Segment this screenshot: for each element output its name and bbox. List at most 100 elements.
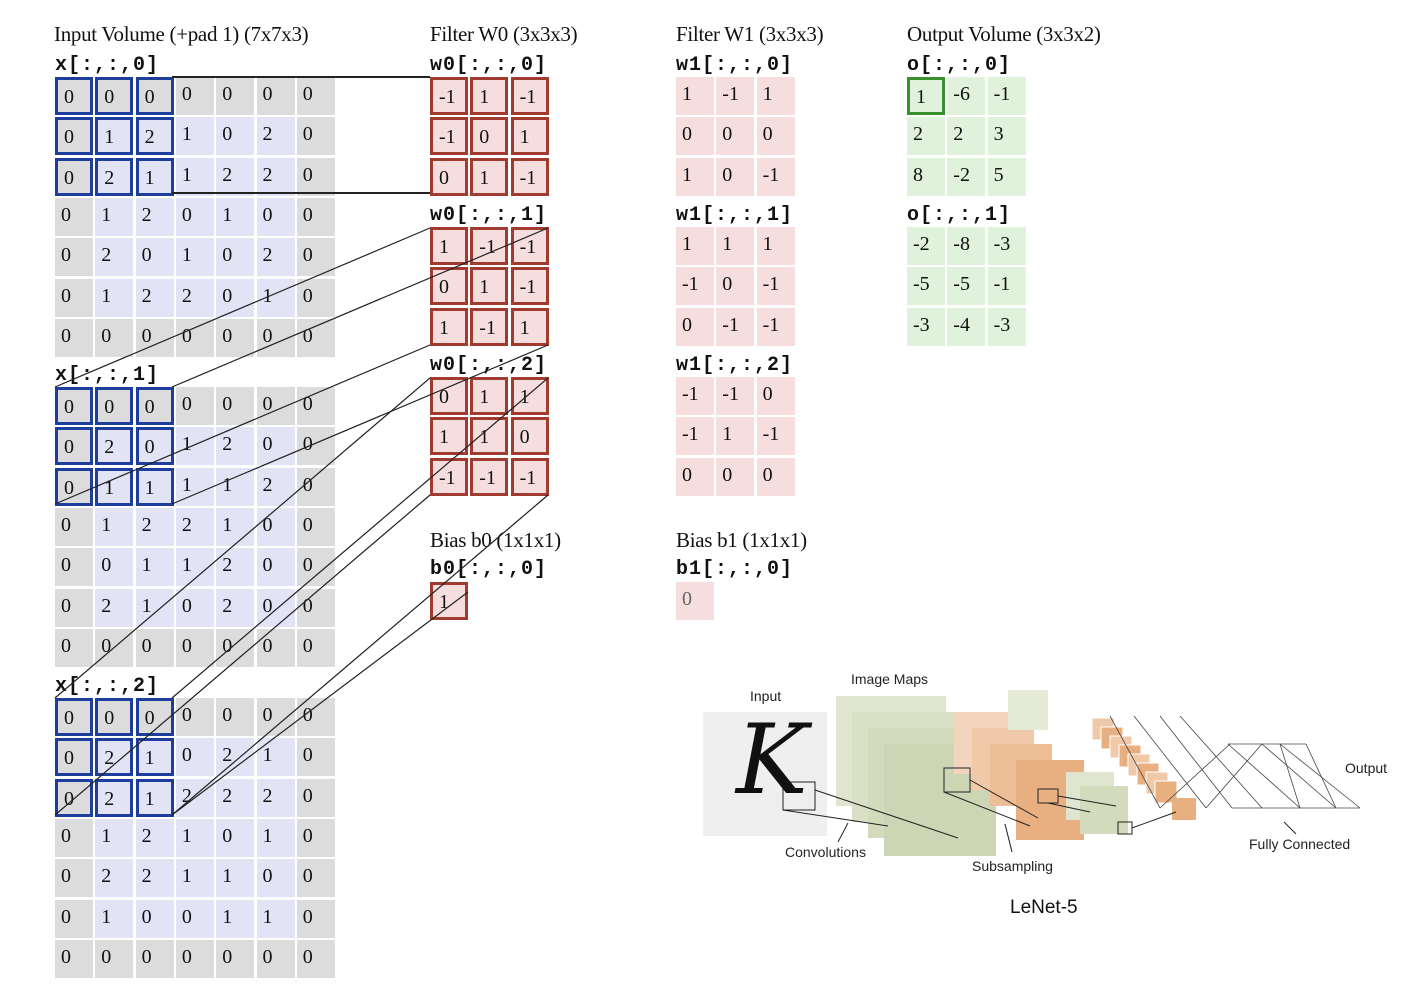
output-cell: -3 xyxy=(907,307,945,346)
input-pad-cell: 0 xyxy=(55,588,93,627)
input-pad-cell: 0 xyxy=(296,818,335,857)
filter-w0-cell: 1 xyxy=(470,77,509,115)
input-pad-cell: 0 xyxy=(296,318,335,357)
filter-w0-cell: -1 xyxy=(510,227,549,265)
input-pad-cell: 0 xyxy=(175,77,214,115)
bias-b1-title: Bias b1 (1x1x1) xyxy=(676,528,807,552)
filter-w0-cell: 1 xyxy=(470,377,509,415)
input-cell: 2 xyxy=(95,778,134,817)
input-cell: 1 xyxy=(95,818,134,857)
subsampling-arrow xyxy=(1004,823,1013,853)
lenet-connector xyxy=(1131,811,1177,829)
input-cell: 2 xyxy=(135,197,174,236)
filter-w0-cell: 0 xyxy=(510,417,549,456)
input-pad-cell: 0 xyxy=(296,738,335,777)
input-pad-cell: 0 xyxy=(296,77,335,115)
lenet-image-maps-label: Image Maps xyxy=(851,671,929,687)
input-cell: 2 xyxy=(135,818,174,857)
filter-w0-cell: -1 xyxy=(470,457,509,496)
filter-w1-cell: -1 xyxy=(756,307,795,346)
input-pad-cell: 0 xyxy=(175,939,214,978)
input-cell: 2 xyxy=(216,157,255,196)
input-pad-cell: 0 xyxy=(55,157,93,196)
filter-w1-cell: 1 xyxy=(756,227,795,265)
input-pad-cell: 0 xyxy=(296,588,335,627)
input-cell: 2 xyxy=(135,117,174,156)
input-cell: 1 xyxy=(175,117,214,156)
output-cell: -3 xyxy=(987,227,1026,265)
convolutions-arrow xyxy=(837,822,849,843)
input-pad-cell: 0 xyxy=(55,628,93,667)
input-cell: 1 xyxy=(175,467,214,506)
input-cell: 0 xyxy=(216,278,255,317)
output-cell: 8 xyxy=(907,157,945,196)
output-cell: -8 xyxy=(947,227,986,265)
input-cell: 0 xyxy=(175,197,214,236)
input-cell: 2 xyxy=(216,778,255,817)
filter-w1-cell: -1 xyxy=(716,77,755,115)
input-pad-cell: 0 xyxy=(55,467,93,506)
input-cell: 2 xyxy=(95,157,134,196)
input-pad-cell: 0 xyxy=(95,698,134,736)
input-pad-cell: 0 xyxy=(175,698,214,736)
input-pad-cell: 0 xyxy=(296,117,335,156)
input-pad-cell: 0 xyxy=(95,318,134,357)
input-cell: 1 xyxy=(175,818,214,857)
input-pad-cell: 0 xyxy=(256,698,295,736)
input-cell: 0 xyxy=(175,588,214,627)
filter-w1-cell: 0 xyxy=(676,117,714,156)
input-cell: 0 xyxy=(256,859,295,898)
input-pad-cell: 0 xyxy=(55,387,93,425)
input-slice-label: x[:,:,0] xyxy=(55,54,160,77)
filter-w1-cell: 0 xyxy=(716,117,755,156)
input-pad-cell: 0 xyxy=(216,318,255,357)
filter-w1-cell: 1 xyxy=(756,77,795,115)
input-cell: 0 xyxy=(256,197,295,236)
filter-w0-cell: -1 xyxy=(430,457,468,496)
filter-w0-slice-label: w0[:,:,0] xyxy=(430,54,548,77)
lenet-connector xyxy=(1047,802,1091,813)
input-pad-cell: 0 xyxy=(256,387,295,425)
input-cell: 1 xyxy=(216,859,255,898)
input-cell: 2 xyxy=(256,238,295,277)
output-slice-label: o[:,:,0] xyxy=(907,54,1012,77)
filter-w1-slice-label: w1[:,:,2] xyxy=(676,354,794,377)
output-cell: -4 xyxy=(947,307,986,346)
output-cell: -6 xyxy=(947,77,986,115)
filter-w0-cell: 0 xyxy=(470,117,509,156)
input-cell: 2 xyxy=(135,278,174,317)
connector-line xyxy=(171,591,469,816)
filter-w0-cell: -1 xyxy=(430,77,468,115)
lenet-fc-line xyxy=(1109,715,1161,809)
filter-w1-cell: 0 xyxy=(716,267,755,306)
lenet-subsampling-label: Subsampling xyxy=(972,858,1053,874)
output-cell: 1 xyxy=(907,77,945,115)
connector-line xyxy=(54,227,431,388)
filter-w0-slice-label: w0[:,:,1] xyxy=(430,204,548,227)
input-cell: 0 xyxy=(256,507,295,546)
input-cell: 1 xyxy=(256,899,295,938)
input-pad-cell: 0 xyxy=(175,628,214,667)
bias-b0-cell: 1 xyxy=(430,582,468,620)
lenet-fc-line xyxy=(1159,715,1233,809)
filter-w1-cell: 0 xyxy=(676,307,714,346)
output-slice-label: o[:,:,1] xyxy=(907,204,1012,227)
lenet-connector xyxy=(1057,795,1117,807)
input-cell: 1 xyxy=(135,738,174,777)
input-cell: 2 xyxy=(95,427,134,466)
filter-w1-title: Filter W1 (3x3x3) xyxy=(676,22,824,46)
filter-w0-cell: -1 xyxy=(510,157,549,196)
input-cell: 1 xyxy=(256,738,295,777)
input-cell: 1 xyxy=(175,859,214,898)
input-pad-cell: 0 xyxy=(95,939,134,978)
input-cell: 2 xyxy=(95,238,134,277)
connector-line xyxy=(54,344,431,505)
filter-w0-cell: -1 xyxy=(470,307,509,346)
filter-w1-cell: 0 xyxy=(716,457,755,496)
input-cell: 1 xyxy=(135,157,174,196)
filter-w0-cell: 1 xyxy=(510,307,549,346)
bias-b1-cell: 0 xyxy=(676,582,714,620)
output-cell: -1 xyxy=(987,267,1026,306)
output-cell: -5 xyxy=(907,267,945,306)
